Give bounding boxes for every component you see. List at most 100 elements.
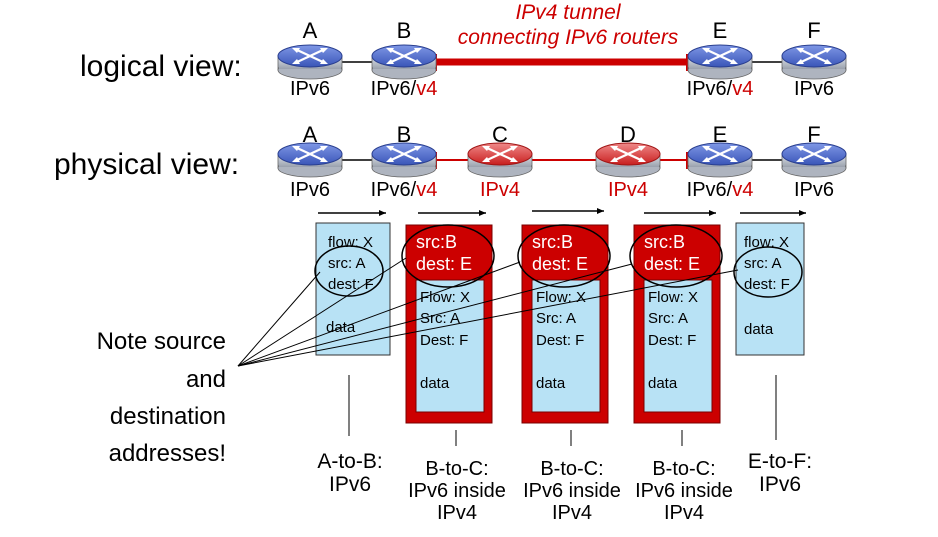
tunnel-packet-3-src: Src: A xyxy=(648,310,688,327)
logical-router-b xyxy=(371,44,437,80)
tunnel-packet-3-outer-src: src:B xyxy=(644,232,685,252)
tunnel-packet-2-outer-src: src:B xyxy=(532,232,573,252)
physical-router-f-letter: F xyxy=(807,122,820,147)
physical-router-d-proto: IPv4 xyxy=(608,179,648,201)
packet-ab-data: data xyxy=(326,319,356,336)
tunnel-packet-3-ipv6-inner xyxy=(643,279,713,413)
tunnel-packet-2-ipv6-inner xyxy=(531,279,601,413)
router-arrows-icon xyxy=(388,146,420,162)
router-arrows-icon xyxy=(294,48,326,64)
tunnel-label-line1: IPv4 tunnel xyxy=(515,1,621,24)
tunnel-packet-1-outer-dest: dest: E xyxy=(416,254,472,274)
packet-ab-dest: dest: F xyxy=(328,276,374,293)
physical-router-a xyxy=(277,142,343,178)
tunnel-packet-2-flow: Flow: X xyxy=(536,289,586,306)
tunnel-packet-2-caption-3: IPv4 xyxy=(552,502,592,524)
router-arrows-icon xyxy=(798,146,830,162)
logical-router-b-proto: IPv6/v4 xyxy=(371,78,438,100)
tunnel-packet-3-caption-2: IPv6 inside xyxy=(635,480,733,502)
tunnel-packet-2-caption-1: B-to-C: xyxy=(540,458,603,480)
highlight-ab-addresses xyxy=(314,245,384,297)
tunnel-packet-3-caption-3: IPv4 xyxy=(664,502,704,524)
logical-router-e xyxy=(687,44,753,80)
logical-router-a xyxy=(277,44,343,80)
pointer-to-ab xyxy=(237,271,321,367)
logical-routers: A IPv6 B IPv6/v4 E IPv6/v4 F IPv6 xyxy=(277,18,847,100)
physical-router-c-letter: C xyxy=(492,122,508,147)
router-arrows-icon xyxy=(484,146,516,162)
tunnel-packet-2-caption-2: IPv6 inside xyxy=(523,480,621,502)
logical-router-e-letter: E xyxy=(713,18,728,43)
router-arrows-icon xyxy=(294,146,326,162)
caption-ab-2: IPv6 xyxy=(329,473,371,496)
physical-router-a-letter: A xyxy=(303,122,318,147)
physical-view-label: physical view: xyxy=(54,148,239,181)
tunnel-packet-1-caption-2: IPv6 inside xyxy=(408,480,506,502)
pointer-to-bc2 xyxy=(237,261,521,367)
physical-router-d xyxy=(595,142,661,178)
router-arrows-icon xyxy=(612,146,644,162)
logical-router-a-proto: IPv6 xyxy=(290,78,330,100)
note-line2: and xyxy=(186,366,226,393)
tunnel-packet-1-outer-src: src:B xyxy=(416,232,457,252)
tunnel-packet-2-src: Src: A xyxy=(536,310,576,327)
pointer-to-ef xyxy=(237,269,739,367)
tunnel-packet-2-data: data xyxy=(536,375,566,392)
physical-router-b-letter: B xyxy=(397,122,412,147)
physical-router-c xyxy=(467,142,533,178)
note-pointers xyxy=(237,257,739,367)
pointer-to-bc1 xyxy=(237,257,407,367)
logical-router-e-proto: IPv6/v4 xyxy=(687,78,754,100)
tunnel-packet-1-caption-1: B-to-C: xyxy=(425,458,488,480)
tunnel-packet-1-caption-3: IPv4 xyxy=(437,502,477,524)
tunnel-packet-3-outer-dest: dest: E xyxy=(644,254,700,274)
physical-router-d-letter: D xyxy=(620,122,636,147)
logical-router-f-proto: IPv6 xyxy=(794,78,834,100)
tunnel-packet-2-outer-dest: dest: E xyxy=(532,254,588,274)
pointer-to-bc3 xyxy=(237,263,633,367)
tunnel-packet-1-ipv6-inner xyxy=(415,279,485,413)
physical-router-e xyxy=(687,142,753,178)
tunnel-packet-2-address-highlight xyxy=(517,224,611,288)
physical-router-f-proto: IPv6 xyxy=(794,179,834,201)
note-line1: Note source xyxy=(97,328,226,355)
packet-ef-dest: dest: F xyxy=(744,276,790,293)
highlight-ef-addresses xyxy=(733,246,803,298)
logical-router-f-letter: F xyxy=(807,18,820,43)
router-arrows-icon xyxy=(798,48,830,64)
router-arrows-icon xyxy=(704,146,736,162)
packet-ef-flow: flow: X xyxy=(744,234,789,251)
tunnel-packet-2-dest: Dest: F xyxy=(536,332,584,349)
tunnel-label-line2: connecting IPv6 routers xyxy=(458,26,679,49)
logical-router-a-letter: A xyxy=(303,18,318,43)
logical-router-f xyxy=(781,44,847,80)
tunnel-packet-3-address-highlight xyxy=(629,224,723,288)
physical-router-e-letter: E xyxy=(713,122,728,147)
tunnel-packet-1-data: data xyxy=(420,375,450,392)
physical-router-f xyxy=(781,142,847,178)
physical-router-e-proto: IPv6/v4 xyxy=(687,179,754,201)
physical-router-b-proto: IPv6/v4 xyxy=(371,179,438,201)
note-line3: destination xyxy=(110,403,226,430)
logical-view-label: logical view: xyxy=(80,50,242,83)
logical-router-b-letter: B xyxy=(397,18,412,43)
packet-ab-src: src: A xyxy=(328,255,366,272)
tunnel-packet-3-caption-1: B-to-C: xyxy=(652,458,715,480)
tunnel-packet-3-flow: Flow: X xyxy=(648,289,698,306)
physical-router-b xyxy=(371,142,437,178)
tunnel-packet-1-dest: Dest: F xyxy=(420,332,468,349)
tunnel-packet-1-flow: Flow: X xyxy=(420,289,470,306)
tunnel-packet-3-dest: Dest: F xyxy=(648,332,696,349)
packet-ef-data: data xyxy=(744,321,774,338)
packet-ef-src: src: A xyxy=(744,255,782,272)
router-arrows-icon xyxy=(704,48,736,64)
tunnel-packet-1-address-highlight xyxy=(401,224,495,288)
tunnel-packet-3-data: data xyxy=(648,375,678,392)
caption-ab-1: A-to-B: xyxy=(317,450,382,473)
router-arrows-icon xyxy=(388,48,420,64)
